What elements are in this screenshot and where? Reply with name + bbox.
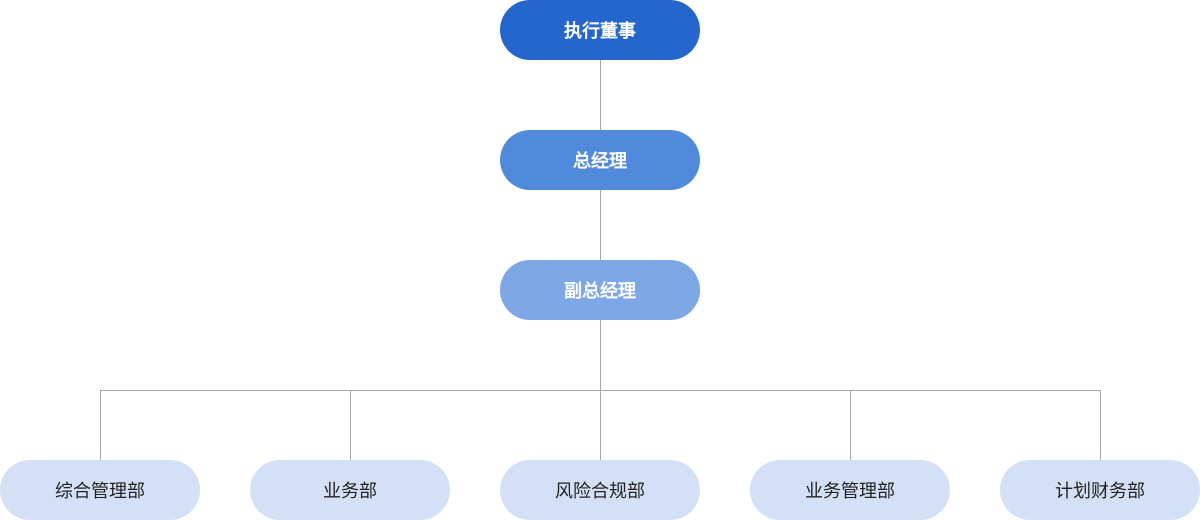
node-general-manager[interactable]: 总经理 [500,130,700,190]
node-label: 执行董事 [564,21,636,42]
node-deputy-general-manager[interactable]: 副总经理 [500,260,700,320]
node-dept-risk-compliance[interactable]: 风险合规部 [500,460,700,520]
node-executive-director[interactable]: 执行董事 [500,0,700,60]
node-dept-business-management[interactable]: 业务管理部 [750,460,950,520]
node-label: 计划财务部 [1055,481,1145,502]
node-label: 风险合规部 [555,481,645,502]
node-dept-planning-finance[interactable]: 计划财务部 [1000,460,1200,520]
node-label: 总经理 [573,151,627,172]
node-label: 综合管理部 [55,481,145,502]
node-dept-general-management[interactable]: 综合管理部 [0,460,200,520]
node-dept-business[interactable]: 业务部 [250,460,450,520]
node-label: 业务部 [323,481,377,502]
node-label: 副总经理 [564,281,636,302]
node-label: 业务管理部 [805,481,895,502]
